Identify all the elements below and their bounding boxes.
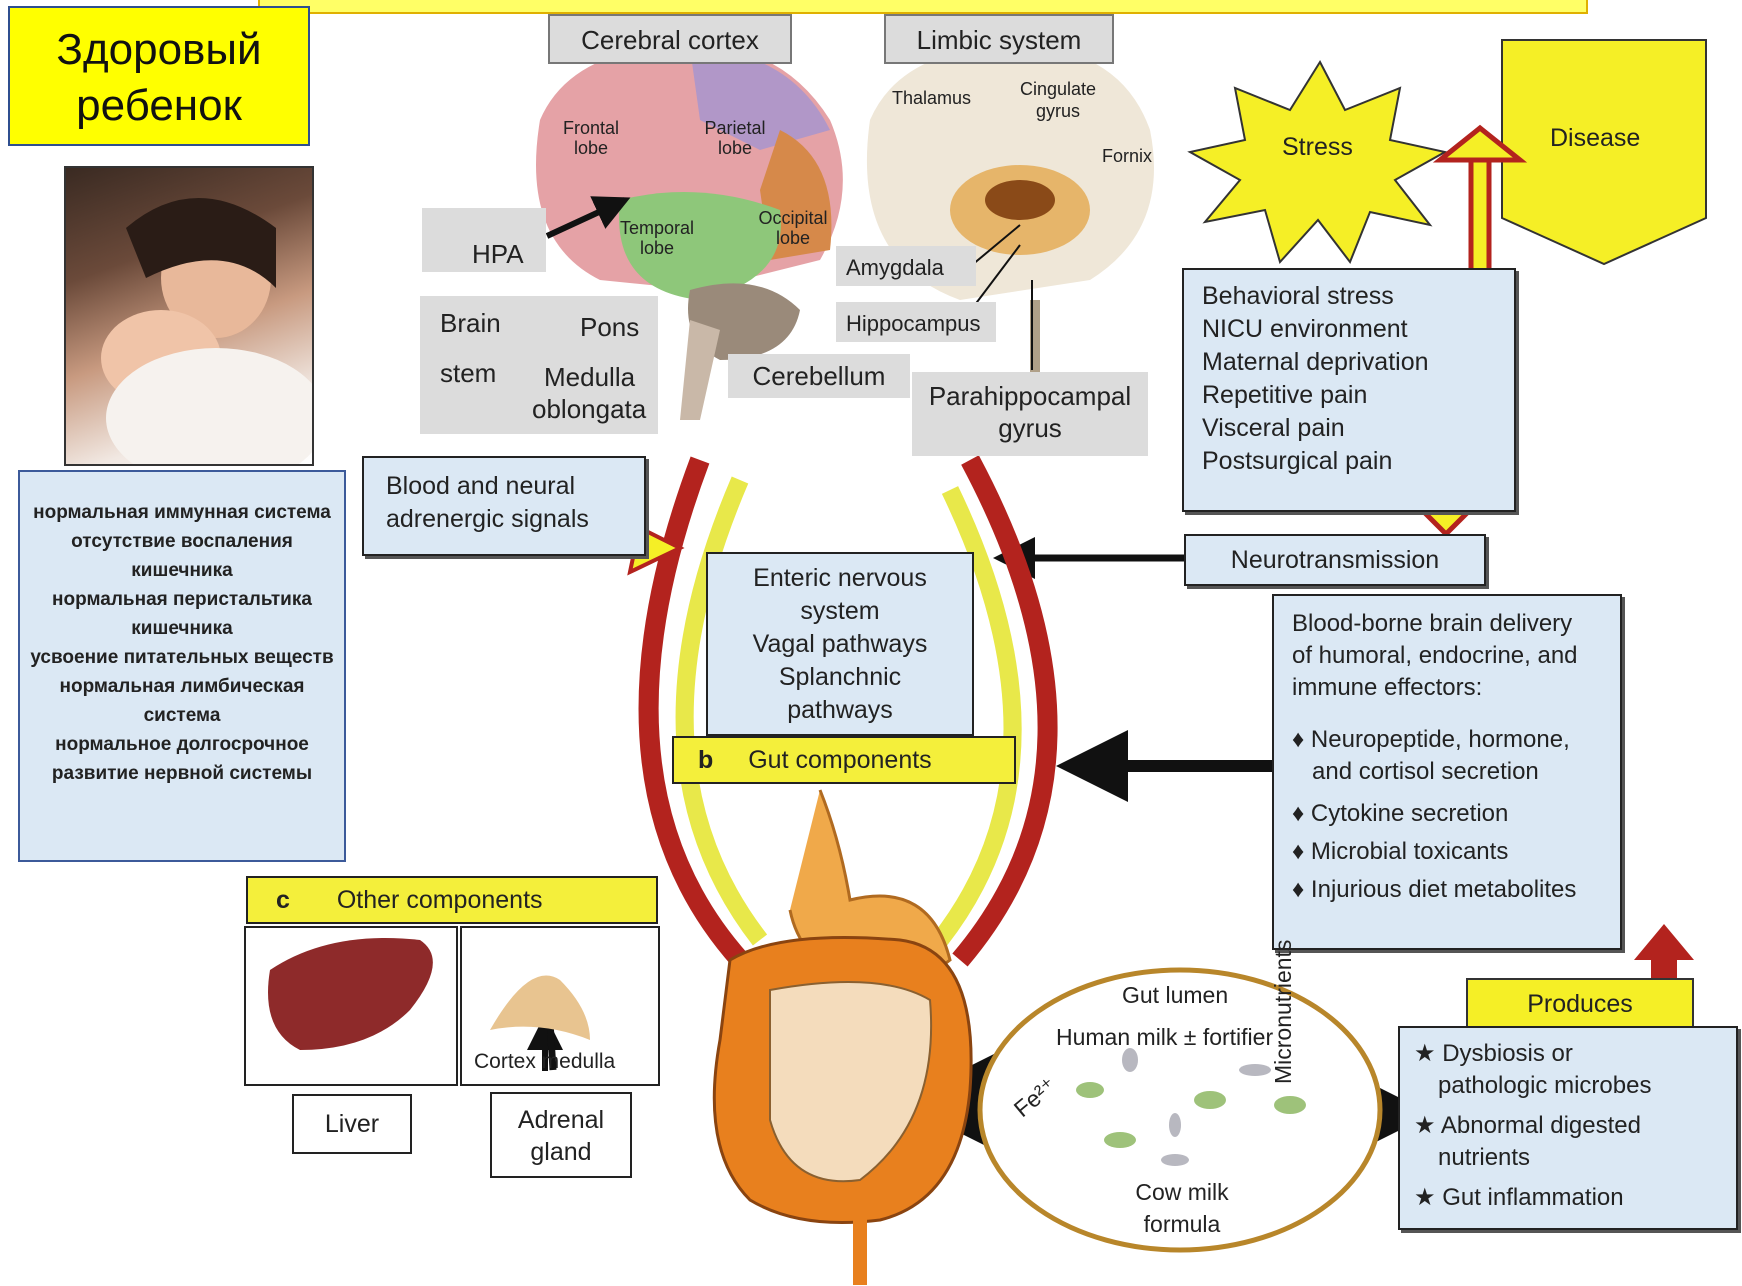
products-box: ★ Dysbiosis or pathologic microbes ★ Abn…	[1398, 1026, 1738, 1230]
occipital-lobe-label: Occipital lobe	[758, 208, 828, 248]
effector-item: ♦ Cytokine secretion	[1292, 798, 1602, 830]
product-item: ★ Dysbiosis or	[1414, 1038, 1722, 1070]
brain-stem-label-1: Brain	[440, 308, 501, 339]
stressor-item: Behavioral stress	[1202, 280, 1496, 313]
produces-label-box: Produces	[1466, 978, 1694, 1028]
temporal-lobe-label: Temporal lobe	[612, 218, 702, 258]
cow-milk-label: Cow milk formula	[1120, 1176, 1244, 1240]
product-item: ★ Gut inflammation	[1414, 1182, 1722, 1214]
blood-borne-box: Blood-borne brain delivery of humoral, e…	[1272, 594, 1622, 950]
thalamus-label: Thalamus	[892, 88, 971, 109]
gut-illustration	[714, 790, 971, 1285]
enteric-box: Enteric nervous system Vagal pathways Sp…	[706, 552, 974, 736]
other-components-bar: c Other components	[246, 876, 658, 924]
hippocampus-label: Hippocampus	[836, 302, 996, 342]
pons-label: Pons	[580, 312, 639, 343]
effector-item: ♦ Microbial toxicants	[1292, 836, 1602, 868]
effector-item: ♦ Injurious diet metabolites	[1292, 874, 1602, 906]
amygdala-label: Amygdala	[836, 246, 976, 286]
gut-components-label: Gut components	[748, 746, 931, 774]
blood-neural-box: Blood and neural adrenergic signals	[362, 456, 646, 556]
stressors-box: Behavioral stress NICU environment Mater…	[1182, 268, 1516, 512]
medulla-label-2: oblongata	[532, 394, 646, 425]
limbic-system-label: Limbic system	[884, 14, 1114, 64]
other-components-letter: c	[276, 886, 290, 914]
frontal-lobe-label: Frontal lobe	[556, 118, 626, 158]
neurotransmission-box: Neurotransmission	[1184, 534, 1486, 586]
cerebral-cortex-label: Cerebral cortex	[548, 14, 792, 64]
gut-components-bar: b Gut components	[672, 736, 1016, 784]
product-item: ★ Abnormal digested	[1414, 1110, 1722, 1142]
medulla-label-1: Medulla	[544, 362, 635, 393]
brain-stem-label-2: stem	[440, 358, 496, 389]
stressors-list: Behavioral stress NICU environment Mater…	[1202, 280, 1496, 478]
adrenal-label-box: Adrenal gland	[490, 1092, 632, 1178]
stressor-item: Visceral pain	[1202, 412, 1496, 445]
gut-components-letter: b	[698, 746, 713, 774]
stress-label: Stress	[1282, 133, 1353, 162]
cortex-medulla-label: Cortex medulla	[474, 1050, 615, 1074]
stressor-item: Repetitive pain	[1202, 379, 1496, 412]
disease-label: Disease	[1550, 124, 1640, 153]
stressor-item: Maternal deprivation	[1202, 346, 1496, 379]
effector-item: ♦ Neuropeptide, hormone,	[1292, 724, 1602, 756]
effector-item-cont: and cortisol secretion	[1292, 756, 1602, 788]
hpa-label: HPA	[422, 208, 546, 272]
micronutrients-label: Micronutrients	[1270, 940, 1297, 1084]
fornix-label: Fornix	[1102, 146, 1152, 167]
human-milk-label: Human milk ± fortifier	[1056, 1024, 1273, 1051]
stressor-item: NICU environment	[1202, 313, 1496, 346]
stress-star	[1190, 62, 1445, 262]
cerebellum-label: Cerebellum	[728, 354, 910, 398]
parietal-lobe-label: Parietal lobe	[700, 118, 770, 158]
gut-lumen-title: Gut lumen	[1122, 982, 1228, 1009]
stressor-item: Postsurgical pain	[1202, 445, 1496, 478]
liver-label-box: Liver	[292, 1094, 412, 1154]
liver-image-frame	[244, 926, 458, 1086]
other-components-label: Other components	[337, 886, 543, 914]
